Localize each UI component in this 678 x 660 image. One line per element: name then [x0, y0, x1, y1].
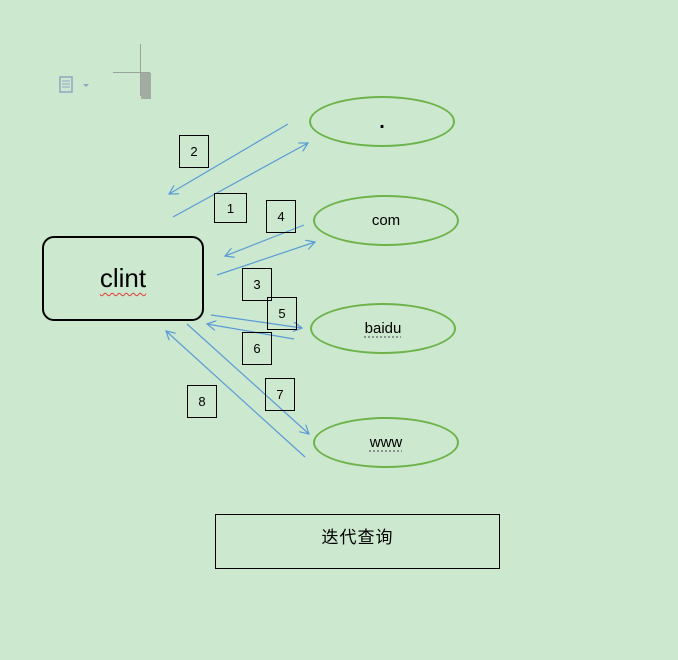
step-6-label: 6: [242, 332, 272, 365]
ruler-handle: [141, 73, 151, 99]
arrow-8-www-to-client: [166, 331, 306, 458]
caption-text: 迭代查询: [321, 528, 394, 548]
arrow-7-client-to-www: [186, 323, 309, 434]
www-server-label: www: [369, 434, 403, 451]
arrow-2-root-to-client: [169, 123, 289, 194]
step-4-label: 4: [266, 200, 296, 233]
arrow-1-client-to-root: [172, 143, 308, 218]
arrow-3-client-to-com: [216, 242, 315, 276]
step-3-label: 3: [242, 268, 272, 301]
root-server-node: .: [309, 96, 455, 147]
caption-box: 迭代查询: [215, 514, 500, 569]
client-label: clint: [99, 263, 147, 293]
ruler-vertical-line: [140, 44, 141, 96]
com-server-node: com: [313, 195, 459, 246]
step-2-label: 2: [179, 135, 209, 168]
baidu-server-label: baidu: [364, 320, 402, 337]
step-8-label: 8: [187, 385, 217, 418]
baidu-server-node: baidu: [310, 303, 456, 354]
ruler-horizontal-line: [113, 72, 150, 73]
step-1-label: 1: [214, 193, 247, 223]
client-box: clint: [42, 236, 204, 321]
arrow-4-com-to-client: [225, 224, 305, 256]
arrow-5-client-to-baidu: [210, 314, 302, 328]
com-server-label: com: [371, 212, 401, 229]
arrow-6-baidu-to-client: [207, 324, 295, 340]
root-server-label: .: [379, 110, 385, 133]
step-5-label: 5: [267, 297, 297, 330]
www-server-node: www: [313, 417, 459, 468]
paste-options-icon[interactable]: [59, 76, 89, 94]
step-7-label: 7: [265, 378, 295, 411]
